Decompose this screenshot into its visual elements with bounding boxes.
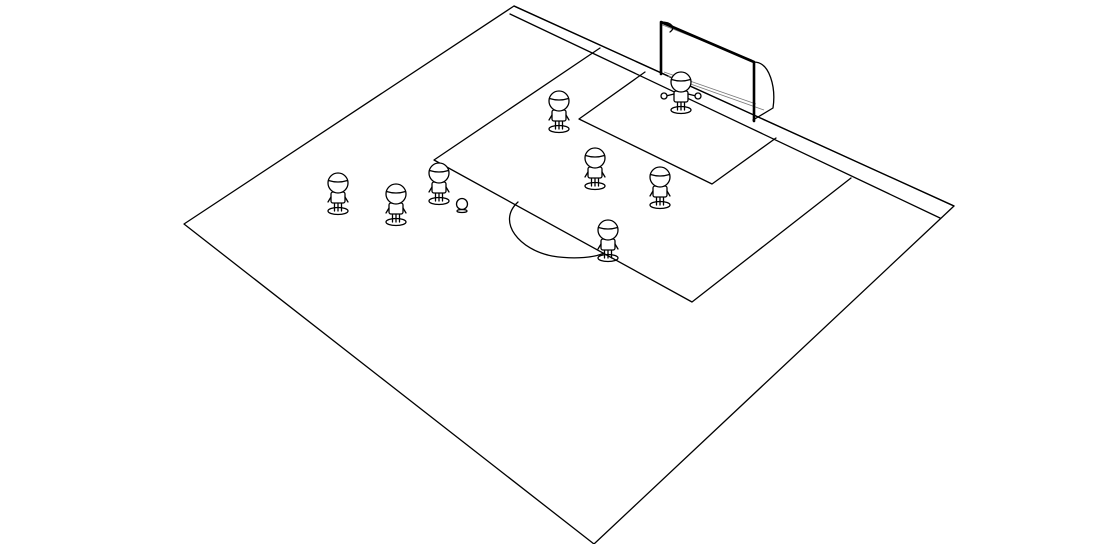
player-1	[548, 90, 570, 134]
player-5	[327, 172, 349, 216]
pitch-outline	[183, 5, 955, 544]
player-4	[428, 162, 450, 206]
goal-line	[513, 5, 955, 207]
goalkeeper	[660, 71, 702, 115]
penalty-area	[433, 47, 852, 303]
penalty-arc	[508, 201, 605, 259]
goal-line-inner	[509, 13, 941, 219]
player-7	[597, 219, 619, 263]
player-2	[584, 147, 606, 191]
player-3	[649, 166, 671, 210]
goal-area	[578, 71, 777, 185]
player-6	[385, 183, 407, 227]
ball	[455, 197, 469, 214]
